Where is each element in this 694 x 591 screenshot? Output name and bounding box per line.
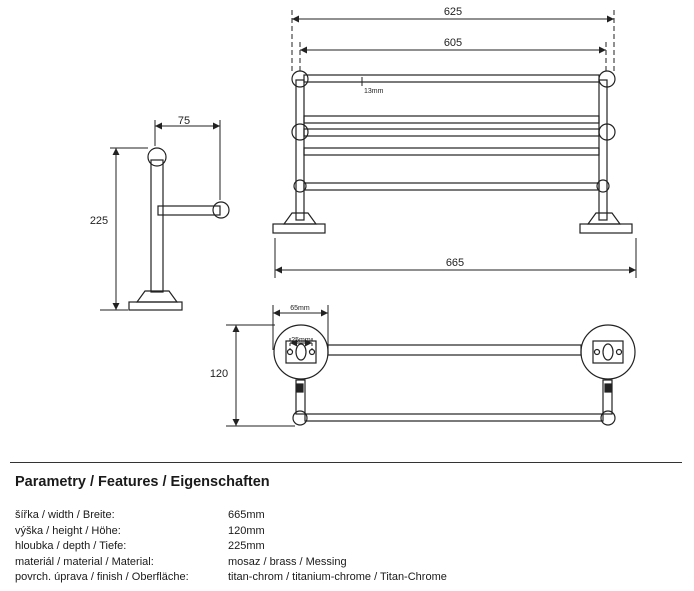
- features-table: šířka / width / Breite: 665mm výška / he…: [15, 508, 685, 586]
- spec-row-width: šířka / width / Breite: 665mm: [15, 508, 685, 524]
- dim-rail-gap: 13mm: [364, 88, 384, 95]
- spec-row-material: materiál / material / Material: mosaz / …: [15, 555, 685, 571]
- features-heading: Parametry / Features / Eigenschaften: [15, 474, 270, 490]
- spec-label: materiál / material / Material:: [15, 555, 154, 568]
- top-dimensions: [226, 305, 329, 427]
- dim-side-depth: 75: [178, 115, 190, 127]
- spec-row-finish: povrch. úprava / finish / Oberfläche: ti…: [15, 570, 685, 586]
- spec-value: 225mm: [228, 540, 265, 553]
- dim-side-height: 225: [90, 215, 108, 227]
- spec-label: hloubka / depth / Tiefe:: [15, 540, 127, 553]
- spec-label: výška / height / Höhe:: [15, 524, 121, 537]
- dim-top-screw-spacing: 25mm: [291, 337, 311, 344]
- spec-value: mosaz / brass / Messing: [228, 555, 347, 568]
- spec-label: šířka / width / Breite:: [15, 509, 115, 521]
- front-dimensions: [274, 10, 637, 278]
- spec-value: 120mm: [228, 524, 265, 537]
- side-dimensions: [100, 120, 221, 311]
- dim-front-outer-width: 625: [444, 6, 462, 18]
- dim-front-total-width: 665: [446, 257, 464, 269]
- spec-row-height: výška / height / Höhe: 120mm: [15, 524, 685, 540]
- side-view: [128, 147, 230, 311]
- front-view: [272, 70, 633, 234]
- spec-row-depth: hloubka / depth / Tiefe: 225mm: [15, 539, 685, 555]
- spec-value: 665mm: [228, 509, 265, 521]
- technical-drawing: 625 605 13mm 665 75 225: [90, 6, 637, 427]
- dim-top-depth: 120: [210, 368, 228, 380]
- dim-top-bracket-width: 65mm: [290, 305, 310, 312]
- spec-value: titan-chrom / titanium-chrome / Titan-Ch…: [228, 571, 447, 584]
- spec-label: povrch. úprava / finish / Oberfläche:: [15, 571, 189, 584]
- dim-front-inner-width: 605: [444, 37, 462, 49]
- top-view: [273, 324, 636, 426]
- section-divider: [10, 462, 682, 463]
